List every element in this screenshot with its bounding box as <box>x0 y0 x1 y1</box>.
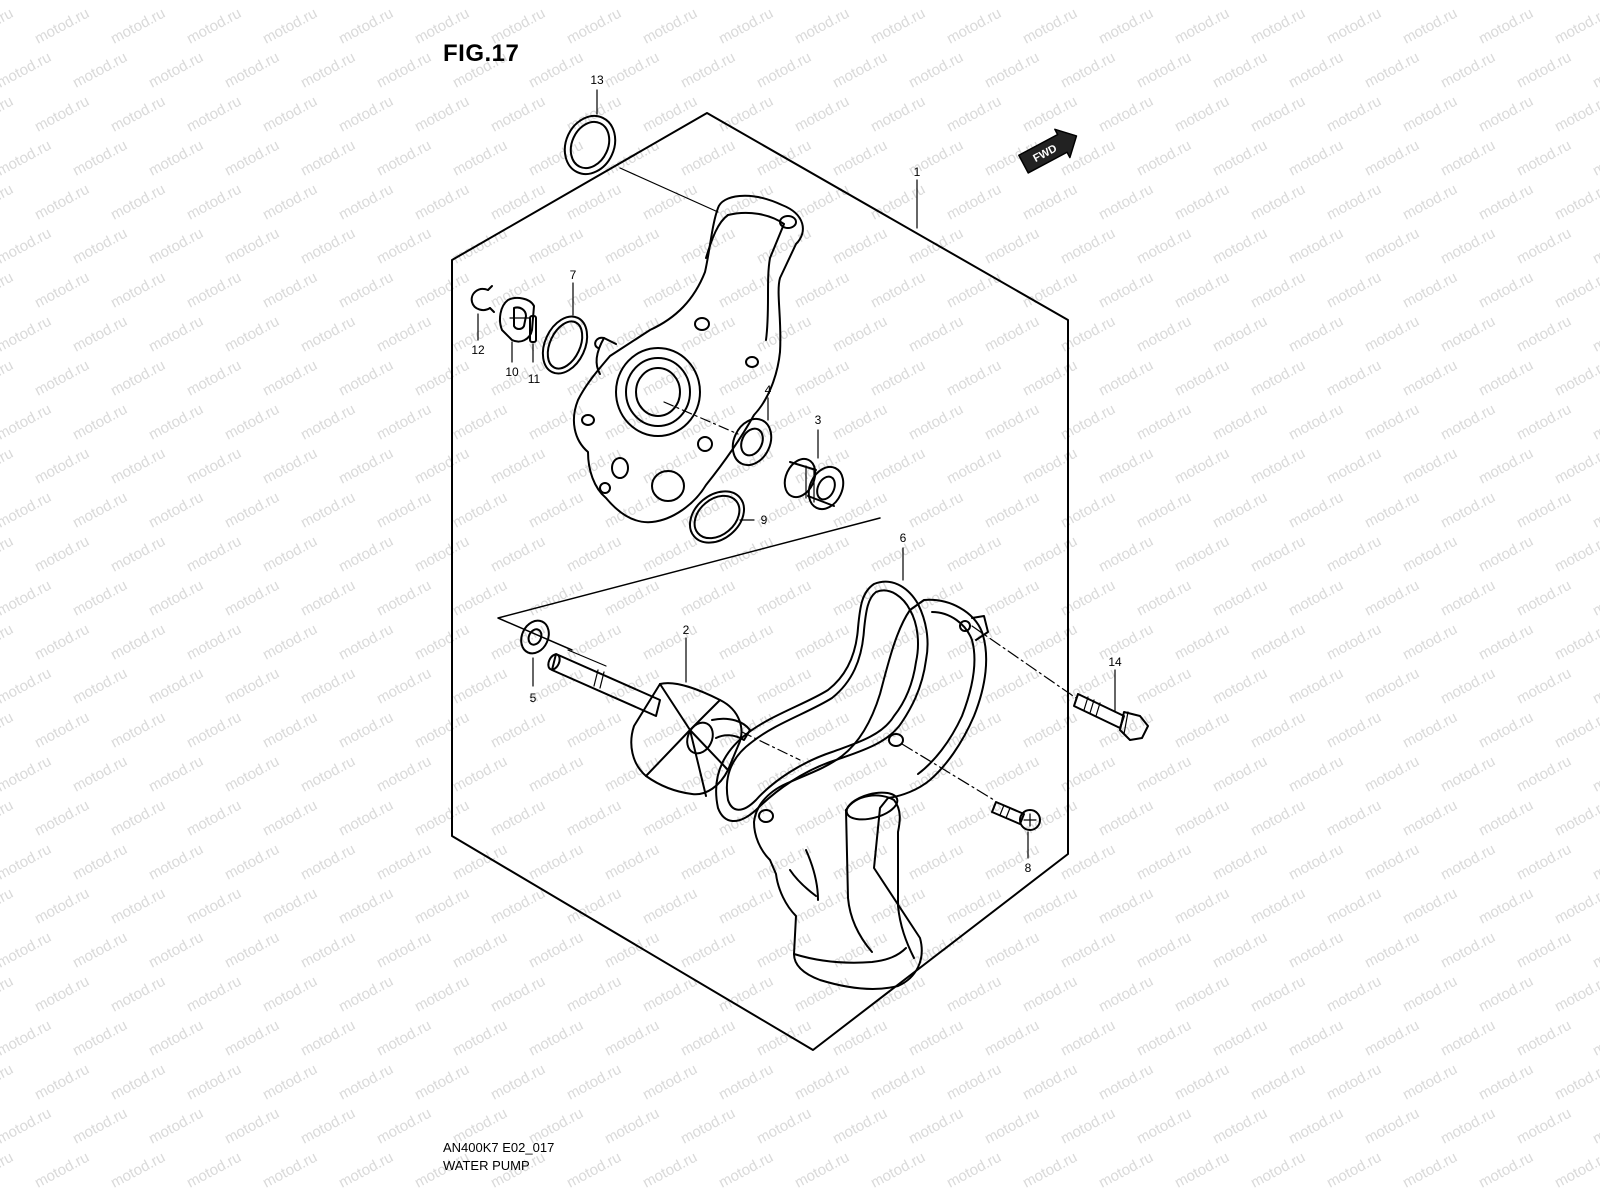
callout-13: 13 <box>590 73 604 87</box>
o-ring-13 <box>563 114 617 176</box>
retainer-10 <box>499 297 535 343</box>
callout-14: 14 <box>1108 655 1122 669</box>
o-ring-9 <box>689 490 745 544</box>
dash-13 <box>619 167 719 213</box>
callout-9: 9 <box>761 513 768 527</box>
pump-cover <box>753 598 989 990</box>
circlip-12 <box>470 285 495 313</box>
oil-seal-4 <box>731 417 773 467</box>
o-ring-7 <box>541 315 589 375</box>
impeller-shaft-2 <box>547 649 751 797</box>
callout-11: 11 <box>528 372 541 386</box>
diagram-code: AN400K7 E02_017 <box>443 1140 555 1155</box>
assembly-boundary <box>451 112 1069 1051</box>
gasket-6 <box>715 580 929 822</box>
callout-1: 1 <box>914 165 921 179</box>
callout-5: 5 <box>530 691 537 705</box>
callout-4: 4 <box>765 383 772 397</box>
diagram-name: WATER PUMP <box>443 1158 530 1173</box>
callout-2: 2 <box>683 623 690 637</box>
screw-8 <box>991 801 1041 831</box>
dash-8 <box>901 743 995 801</box>
pump-body <box>572 194 804 524</box>
callout-3: 3 <box>815 413 822 427</box>
fwd-arrow-icon: FWD <box>1018 128 1078 174</box>
callout-10: 10 <box>505 365 519 379</box>
dash-14 <box>971 625 1077 699</box>
mechanical-seal-3 <box>783 457 845 511</box>
callout-12: 12 <box>471 343 485 357</box>
bolt-14 <box>1073 693 1149 741</box>
callout-6: 6 <box>900 531 907 545</box>
callout-7: 7 <box>570 268 577 282</box>
callout-8: 8 <box>1025 861 1032 875</box>
washer-5 <box>520 619 550 655</box>
dash-2 <box>741 731 801 761</box>
